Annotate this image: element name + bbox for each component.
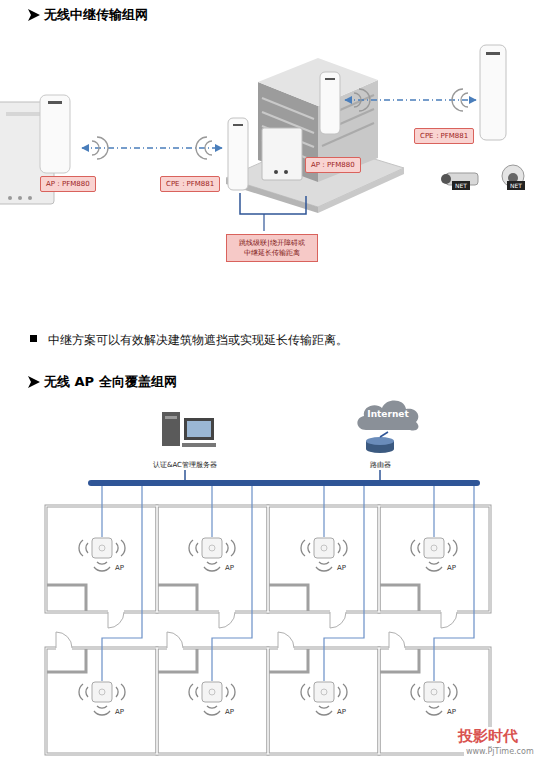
internet-cloud: Internet bbox=[352, 396, 424, 432]
node-text: CPE：PFM881 bbox=[420, 131, 468, 141]
node-text: 路由器 bbox=[370, 460, 391, 470]
node-text: CPE：PFM881 bbox=[166, 179, 214, 189]
section-heading: 无线 AP 全向覆盖组网 bbox=[44, 373, 177, 391]
router-node: 路由器 bbox=[345, 437, 415, 470]
node-text: AP：PFM880 bbox=[46, 179, 90, 189]
callout-box: 跳线级联|绕开障碍或 中继延长传输距离 bbox=[226, 234, 318, 262]
model-tag: CPE：PFM881 bbox=[160, 176, 220, 192]
model-tag: CPE：PFM881 bbox=[414, 128, 474, 144]
section-heading: 无线中继传输组网 bbox=[44, 6, 148, 24]
camera-badge: NET bbox=[507, 181, 525, 190]
ap-label: AP bbox=[225, 564, 234, 572]
ap-label: AP bbox=[337, 564, 346, 572]
server-node: 认证&AC管理服务器 bbox=[140, 404, 230, 470]
model-tag: AP：PFM880 bbox=[40, 176, 96, 192]
node-text: AP：PFM880 bbox=[311, 160, 355, 170]
network-link bbox=[380, 432, 388, 437]
ap-label: AP bbox=[337, 708, 346, 716]
ap-label: AP bbox=[225, 708, 234, 716]
watermark: 投影时代 bbox=[456, 727, 520, 746]
camera-badge: NET bbox=[452, 181, 470, 190]
node-text: 跳线级联|绕开障碍或 中继延长传输距离 bbox=[232, 238, 312, 258]
bullet-note: 中继方案可以有效解决建筑物遮挡或实现延长传输距离。 bbox=[48, 332, 348, 349]
ap-label: AP bbox=[115, 564, 124, 572]
node-text: Internet bbox=[367, 409, 408, 419]
model-tag: AP：PFM880 bbox=[305, 157, 361, 173]
ap-label: AP bbox=[447, 564, 456, 572]
watermark-url: www.PjTime.com bbox=[464, 747, 536, 756]
ap-label: AP bbox=[115, 708, 124, 716]
node-text: 认证&AC管理服务器 bbox=[153, 460, 217, 470]
ap-label: AP bbox=[447, 708, 456, 716]
network-link bbox=[185, 470, 380, 483]
